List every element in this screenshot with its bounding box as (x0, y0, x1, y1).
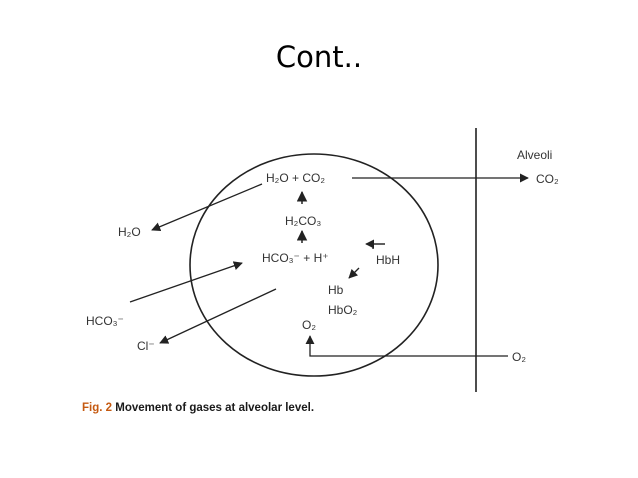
o2-into-cell-arrow (305, 335, 508, 357)
alveoli-label: Alveoli (517, 148, 552, 162)
o2-cell-label: O₂ (302, 318, 316, 332)
cl-in-label: Cl⁻ (137, 339, 155, 353)
figure-caption: Fig. 2 Movement of gases at alveolar lev… (82, 402, 314, 414)
hbh-release-arrow (372, 243, 385, 249)
slide-title: Cont.. (275, 40, 363, 74)
hbh-label: HbH (376, 253, 400, 267)
hco3-out-label: HCO₃⁻ (86, 314, 124, 328)
h2o-out-label: H₂O (118, 225, 141, 239)
hbo2-label: HbO₂ (328, 303, 358, 317)
cl-exchange-arrow (159, 288, 277, 344)
hb-formation-arrow (348, 267, 360, 279)
hb-label: Hb (328, 283, 344, 297)
red-blood-cell-outline (189, 153, 439, 377)
h2o-exit-arrow (151, 183, 263, 232)
co2-alveoli-label: CO₂ (536, 172, 559, 186)
figure-number: Fig. 2 (82, 402, 113, 414)
hco3-entry-arrow (129, 261, 243, 303)
h2o-co2-label: H₂O + CO₂ (266, 171, 325, 185)
o2-alveoli-label: O₂ (512, 350, 526, 364)
figure-caption-text: Movement of gases at alveolar level. (115, 402, 315, 414)
hco3-h-label: HCO₃⁻ + H⁺ (262, 251, 329, 265)
h2co3-label: H₂CO₃ (285, 214, 321, 228)
